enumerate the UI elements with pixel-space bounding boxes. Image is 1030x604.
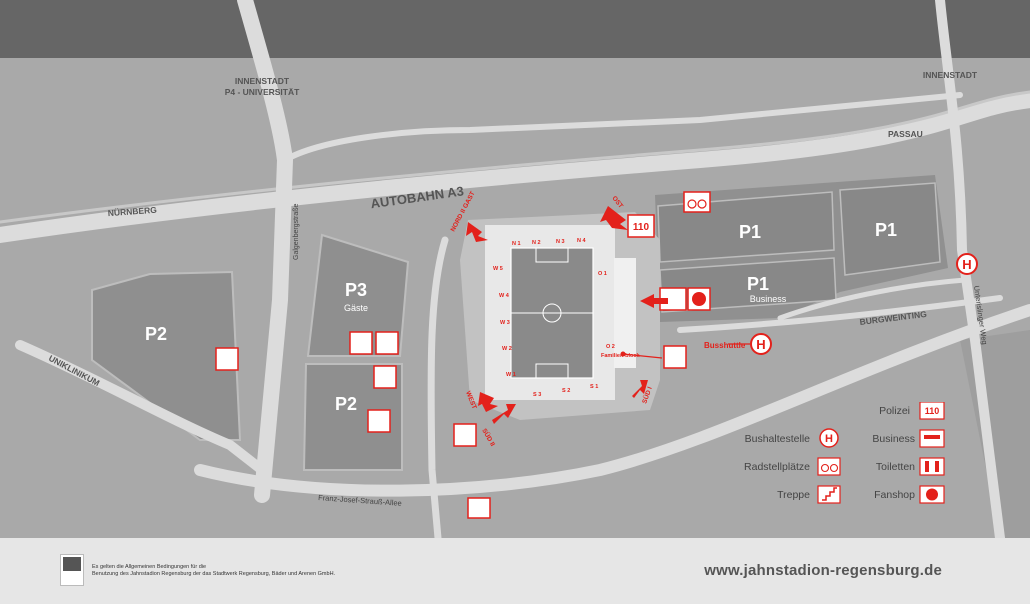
map-top-band xyxy=(0,0,1030,58)
map-canvas: H H 110 xyxy=(0,0,1030,538)
entrance-arrow-nord xyxy=(466,222,488,242)
legend-label-polizei: Polizei xyxy=(879,405,910,417)
block-label: Familien-block xyxy=(601,353,640,359)
label-unterislinger-weg: Unterislinger Weg xyxy=(972,285,989,345)
toilet-icon xyxy=(663,345,687,369)
lot-p2-middle xyxy=(302,363,403,471)
svg-text:110: 110 xyxy=(925,406,940,416)
toilet-icon xyxy=(919,457,945,476)
legend-label-business: Business xyxy=(872,433,915,445)
lot-p1-east xyxy=(839,182,941,276)
block-label: W 3 xyxy=(500,320,510,326)
block-label: N 4 xyxy=(577,238,587,244)
stadium-blocks: N 1 N 2 N 3 N 4 W 5 W 4 W 3 W 2 W 1 S 3 … xyxy=(493,238,640,398)
block-label: S 3 xyxy=(533,392,541,398)
label-busshuttle: Busshuttle xyxy=(704,341,746,350)
lot-label-p1-business: P1 xyxy=(747,274,769,294)
svg-text:H: H xyxy=(756,337,765,352)
stairs-icon xyxy=(375,331,399,355)
block-label: O 2 xyxy=(606,344,615,350)
legend-label-toiletten: Toiletten xyxy=(876,461,915,473)
police-map-icon xyxy=(627,214,655,238)
road-network xyxy=(0,0,1030,538)
block-label: N 2 xyxy=(532,240,541,246)
entrance-arrow-west xyxy=(478,392,498,412)
block-label: W 2 xyxy=(502,346,512,352)
lot-label-gaeste: Gäste xyxy=(344,303,368,313)
svg-text:H: H xyxy=(825,433,833,445)
label-autobahn: AUTOBAHN A3 xyxy=(370,183,465,211)
legend-label-bushaltestelle: Bushaltestelle xyxy=(745,433,811,445)
label-innenstadt-west: INNENSTADT xyxy=(235,76,290,86)
block-label: W 4 xyxy=(499,293,510,299)
label-entrance-sued2: SÜD II xyxy=(480,427,497,448)
block-label: S 1 xyxy=(590,384,598,390)
bus-stop-east-icon: H xyxy=(956,253,978,275)
map-icon-boxes: 110 xyxy=(215,191,711,519)
footer: Es gelten die Allgemeinen Bedingungen fü… xyxy=(0,538,1030,604)
block-label: N 1 xyxy=(512,241,521,247)
stairs-icon xyxy=(453,423,477,447)
svg-text:H: H xyxy=(962,257,971,272)
lot-label-p3: P3 xyxy=(345,280,367,300)
label-nuernberg: NÜRNBERG xyxy=(107,205,157,218)
legend-label-treppe: Treppe xyxy=(777,489,810,501)
lot-label-p1-west: P1 xyxy=(739,222,761,242)
lot-label-p2-middle: P2 xyxy=(335,394,357,414)
label-passau: PASSAU xyxy=(888,129,923,139)
lot-p3 xyxy=(306,233,410,357)
block-label: O 1 xyxy=(598,271,607,277)
block-label: W 5 xyxy=(493,266,503,272)
stairs-icon xyxy=(373,365,397,389)
toilet-icon xyxy=(349,331,373,355)
block-label: N 3 xyxy=(556,239,565,245)
website-url[interactable]: www.jahnstadion-regensburg.de xyxy=(704,562,942,579)
legend-label-radstellplaetze: Radstellplätze xyxy=(744,461,810,473)
entrance-arrows xyxy=(466,206,668,424)
entrance-arrow-east xyxy=(640,294,668,308)
label-entrance-west: WEST xyxy=(464,390,478,410)
stadium-east-building xyxy=(614,258,636,368)
block-label: W 1 xyxy=(506,372,516,378)
lot-label-p1-east: P1 xyxy=(875,220,897,240)
map-labels: INNENSTADT P4 - UNIVERSITÄT INNENSTADT P… xyxy=(47,70,989,508)
bus-shuttle-icon: H xyxy=(750,333,772,355)
block-label: S 2 xyxy=(562,388,570,394)
bicycle-icon xyxy=(683,191,711,213)
label-entrance-ost: OST xyxy=(610,195,624,210)
stairs-icon xyxy=(367,409,391,433)
entrance-arrow-sued1 xyxy=(632,380,648,398)
police-icon xyxy=(919,402,945,420)
label-entrance-sued1: SÜD I xyxy=(639,385,653,405)
bicycle-icon xyxy=(467,497,491,519)
entrance-arrow-ost xyxy=(600,206,628,230)
legend: Polizei 110 Bushaltestelle H Business Ra… xyxy=(744,402,945,504)
label-franz-josef-strauss-allee: Franz-Josef-Strauß-Allee xyxy=(318,493,402,508)
stadium-logo xyxy=(60,554,84,586)
label-burgweinting: BURGWEINTING xyxy=(859,309,928,327)
label-galgenbergstrasse: Galgenbergstraße xyxy=(293,203,300,260)
legend-label-fanshop: Fanshop xyxy=(874,489,915,501)
bus-stop-icon xyxy=(819,428,839,448)
lot-label-p2-west: P2 xyxy=(145,324,167,344)
label-p4-universitaet: P4 - UNIVERSITÄT xyxy=(225,87,300,97)
lot-p2-west xyxy=(91,270,242,441)
label-innenstadt-east: INNENSTADT xyxy=(923,70,978,80)
entrance-arrow-sued xyxy=(492,404,516,424)
bicycle-icon xyxy=(215,347,239,371)
svg-text:110: 110 xyxy=(633,222,650,233)
terms-note: Es gelten die Allgemeinen Bedingungen fü… xyxy=(92,564,336,577)
label-uniklinikum: UNIKLINIKUM xyxy=(47,353,101,388)
lot-label-business: Business xyxy=(750,294,787,304)
